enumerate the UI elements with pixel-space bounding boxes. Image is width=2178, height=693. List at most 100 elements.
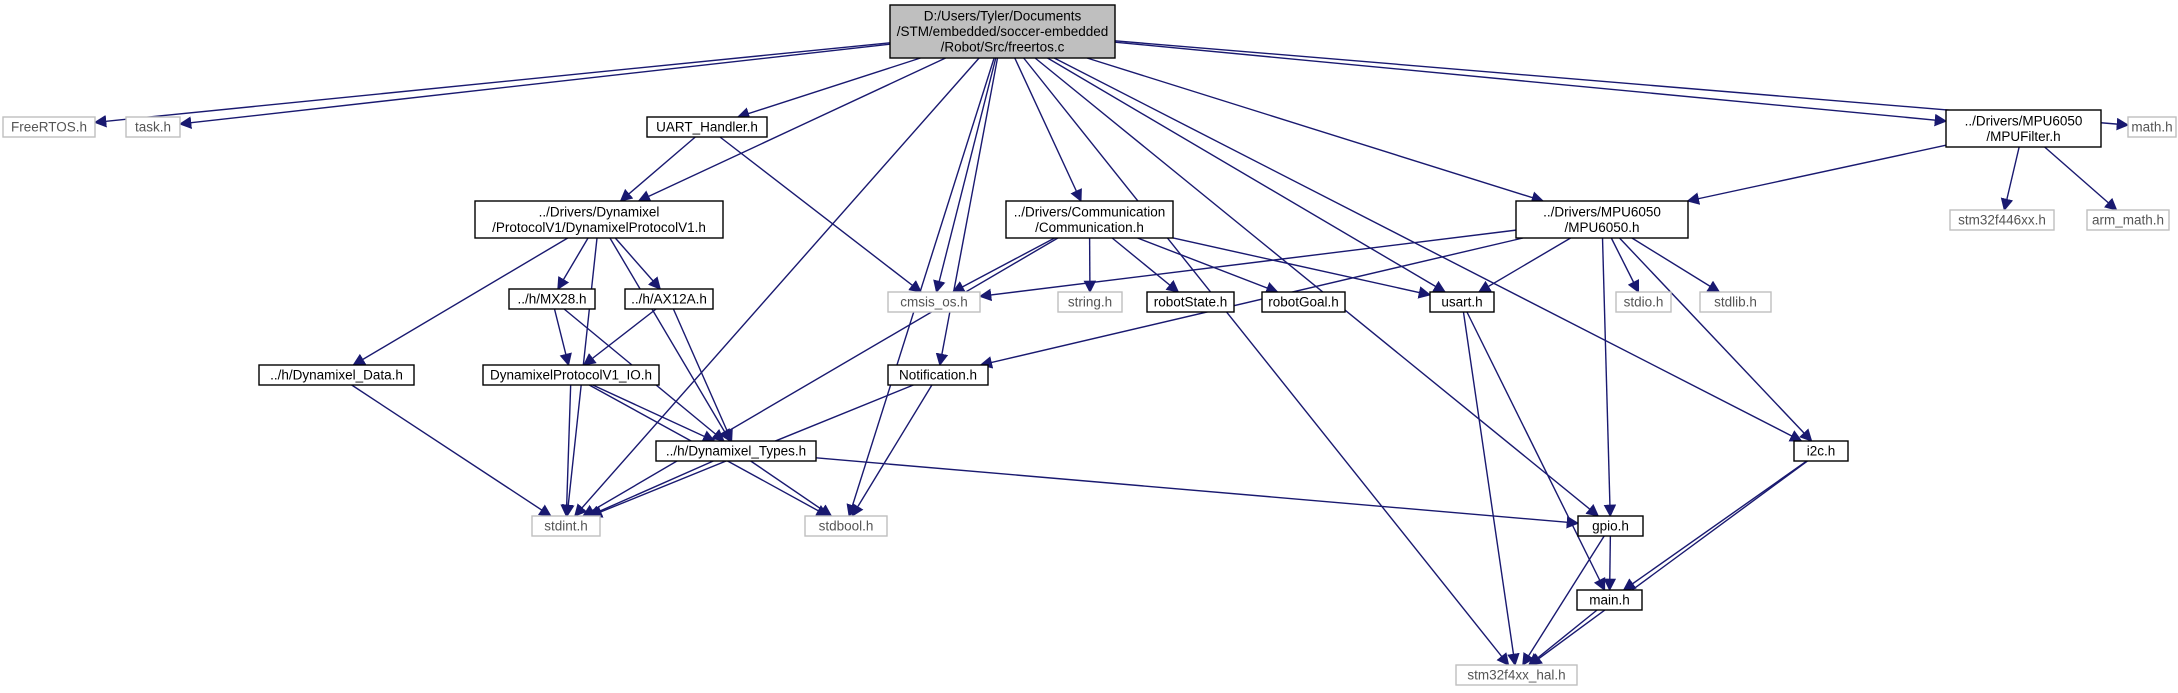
node-label: D:/Users/Tyler/Documents xyxy=(924,9,1082,24)
edge-communication_h-to-stdint_h xyxy=(581,237,1059,517)
node-usart_h[interactable]: usart.h xyxy=(1429,291,1495,313)
node-label: ../Drivers/Communication xyxy=(1014,204,1166,219)
node-notification_h[interactable]: Notification.h xyxy=(887,364,989,386)
edge-i2c_h-to-main_h xyxy=(1622,460,1808,591)
node-box xyxy=(1515,200,1689,239)
edge-mpu6050_h-to-gpio_h xyxy=(1601,237,1617,518)
edge-root-to-stm32f4xx_hal_h xyxy=(1023,57,1510,666)
edge-mpu6050_h-to-notification_h xyxy=(979,237,1524,369)
node-stdio_h: stdio.h xyxy=(1615,291,1672,313)
node-box xyxy=(258,364,415,386)
node-label: stdlib.h xyxy=(1714,295,1757,310)
edge-communication_h-to-robotgoal_h xyxy=(1137,237,1279,294)
node-box xyxy=(1949,209,2055,231)
node-stm32f446xx_h: stm32f446xx.h xyxy=(1949,209,2055,231)
node-dynamixel_data_h[interactable]: ../h/Dynamixel_Data.h xyxy=(258,364,415,386)
edge-dynamixel_io_h-to-stdint_h xyxy=(560,384,574,518)
node-label: /Communication.h xyxy=(1035,220,1144,235)
node-box xyxy=(624,288,714,310)
node-label: ../h/Dynamixel_Types.h xyxy=(666,444,806,459)
edge-dynamixel_data_h-to-stdint_h xyxy=(351,384,552,517)
edge-dynamixel_protocol_h-to-dynamixel_types_h xyxy=(609,237,731,443)
edge-dynamixel_protocol_h-to-ax12a_h xyxy=(614,237,662,290)
edge-root-to-stdint_h xyxy=(573,57,980,517)
node-stdint_h: stdint.h xyxy=(531,515,601,537)
edge-dynamixel_types_h-to-gpio_h xyxy=(815,457,1580,529)
edge-usart_h-to-stm32f4xx_hal_h xyxy=(1462,311,1520,667)
node-root[interactable]: D:/Users/Tyler/Documents/STM/embedded/so… xyxy=(889,4,1116,59)
node-main_h[interactable]: main.h xyxy=(1576,589,1643,611)
node-box xyxy=(646,116,768,138)
node-math_h: math.h xyxy=(2127,116,2177,138)
node-label: /STM/embedded/soccer-embedded xyxy=(897,24,1109,39)
node-box xyxy=(1577,515,1644,537)
node-task_h: task.h xyxy=(125,116,181,138)
node-label: ../h/AX12A.h xyxy=(631,292,707,307)
node-label: gpio.h xyxy=(1592,519,1629,534)
node-box xyxy=(1793,440,1849,462)
node-dynamixel_protocol_h[interactable]: ../Drivers/Dynamixel/ProtocolV1/Dynamixe… xyxy=(474,200,724,239)
node-robotgoal_h[interactable]: robotGoal.h xyxy=(1261,291,1346,313)
edge-ax12a_h-to-dynamixel_io_h xyxy=(582,308,657,366)
edge-mpu6050_h-to-i2c_h xyxy=(1618,237,1813,442)
edge-gpio_h-to-stm32f4xx_hal_h xyxy=(1522,535,1605,667)
node-box xyxy=(474,200,724,239)
edge-dynamixel_io_h-to-dynamixel_types_h xyxy=(592,384,716,442)
node-label: ../h/Dynamixel_Data.h xyxy=(270,368,403,383)
node-dynamixel_types_h[interactable]: ../h/Dynamixel_Types.h xyxy=(655,440,817,462)
node-box xyxy=(482,364,660,386)
node-stdbool_h: stdbool.h xyxy=(804,515,888,537)
node-dynamixel_io_h[interactable]: DynamixelProtocolV1_IO.h xyxy=(482,364,660,386)
edge-ax12a_h-to-dynamixel_types_h xyxy=(672,308,733,443)
edge-root-to-stdbool_h xyxy=(846,57,995,518)
node-label: /ProtocolV1/DynamixelProtocolV1.h xyxy=(492,220,706,235)
node-freertos_h: FreeRTOS.h xyxy=(2,116,96,138)
edges-layer xyxy=(93,40,2130,667)
node-communication_h[interactable]: ../Drivers/Communication/Communication.h xyxy=(1005,200,1174,239)
node-gpio_h[interactable]: gpio.h xyxy=(1577,515,1644,537)
node-box xyxy=(1945,109,2102,148)
node-label: robotGoal.h xyxy=(1268,295,1339,310)
node-box xyxy=(655,440,817,462)
edge-root-to-i2c_h xyxy=(1053,57,1803,442)
edge-mpu6050_h-to-stdlib_h xyxy=(1631,237,1721,293)
edge-uart_handler_h-to-cmsis_os_h xyxy=(719,136,923,293)
node-robotstate_h[interactable]: robotState.h xyxy=(1146,291,1235,313)
node-box xyxy=(1146,291,1235,313)
node-i2c_h[interactable]: i2c.h xyxy=(1793,440,1849,462)
edge-communication_h-to-cmsis_os_h xyxy=(951,237,1055,293)
node-box xyxy=(804,515,888,537)
node-label: i2c.h xyxy=(1807,444,1836,459)
edge-i2c_h-to-stm32f4xx_hal_h xyxy=(1529,460,1808,666)
node-mx28_h[interactable]: ../h/MX28.h xyxy=(508,288,596,310)
node-label: ../Drivers/MPU6050 xyxy=(1965,113,2083,128)
node-box xyxy=(1429,291,1495,313)
node-label: main.h xyxy=(1589,593,1630,608)
node-label: robotState.h xyxy=(1154,295,1228,310)
node-label: UART_Handler.h xyxy=(656,120,758,135)
edge-mx28_h-to-dynamixel_io_h xyxy=(553,308,572,367)
node-mpu6050_h[interactable]: ../Drivers/MPU6050/MPU6050.h xyxy=(1515,200,1689,239)
node-box xyxy=(1261,291,1346,313)
edge-mpufilter_h-to-mpu6050_h xyxy=(1686,144,1947,205)
node-mpufilter_h[interactable]: ../Drivers/MPU6050/MPUFilter.h xyxy=(1945,109,2102,148)
node-label: string.h xyxy=(1068,295,1112,310)
node-label: /MPU6050.h xyxy=(1564,220,1639,235)
node-arm_math_h: arm_math.h xyxy=(2086,209,2170,231)
node-ax12a_h[interactable]: ../h/AX12A.h xyxy=(624,288,714,310)
node-label: Notification.h xyxy=(899,368,977,383)
node-box xyxy=(1699,291,1772,313)
edge-root-to-mpu6050_h xyxy=(1086,57,1545,204)
nodes-layer: D:/Users/Tyler/Documents/STM/embedded/so… xyxy=(2,4,2177,686)
node-cmsis_os_h: cmsis_os.h xyxy=(887,291,981,313)
node-box xyxy=(125,116,181,138)
edge-mpufilter_h-to-arm_math_h xyxy=(2044,146,2118,211)
edge-mpu6050_h-to-stdio_h xyxy=(1610,237,1640,294)
node-uart_handler_h[interactable]: UART_Handler.h xyxy=(646,116,768,138)
edge-root-to-dynamixel_protocol_h xyxy=(637,57,946,202)
edge-notification_h-to-stdbool_h xyxy=(851,384,933,518)
edge-root-to-communication_h xyxy=(1014,57,1082,203)
node-box xyxy=(1005,200,1174,239)
node-label: stdbool.h xyxy=(819,519,874,534)
